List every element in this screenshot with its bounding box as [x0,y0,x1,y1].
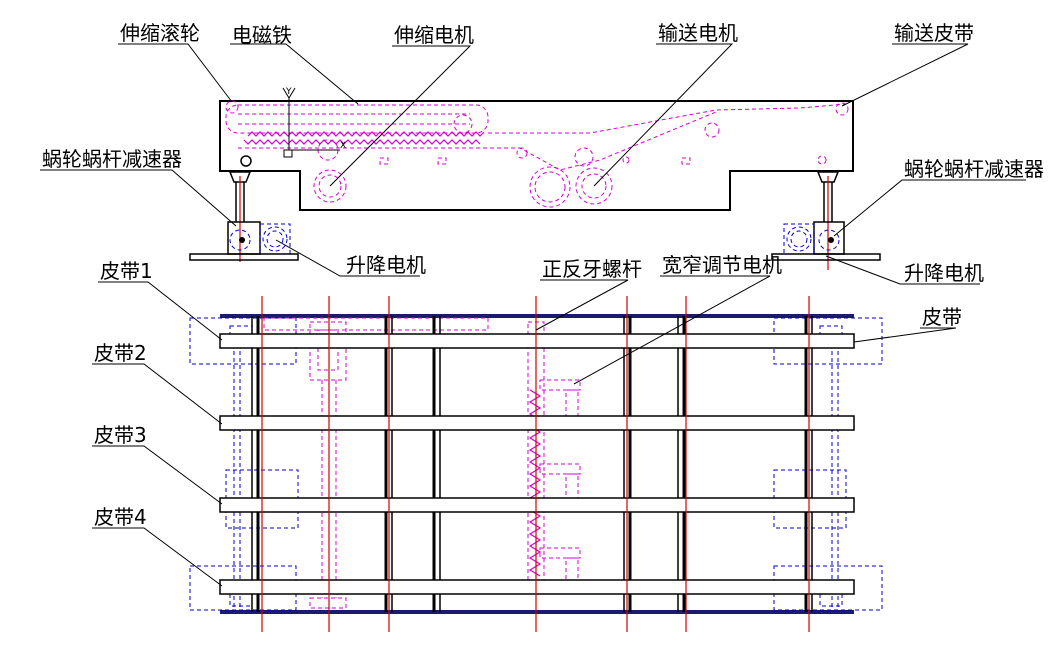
label-belt-1: 皮带1 [100,259,153,283]
side-view: Y X [189,87,881,270]
right-lift-assembly [771,171,881,270]
hidden-magenta-outlines [263,317,581,609]
electromagnet-marker: Y X [282,87,346,158]
plan-view [189,296,883,632]
axis-x-label: X [340,141,346,151]
label-belt-2: 皮带2 [94,341,147,365]
vertical-members [251,316,813,612]
label-telescopic-roller: 伸缩滚轮 [120,21,200,45]
label-lift-motor-right: 升降电机 [904,261,984,285]
label-conveyor-motor: 输送电机 [658,21,738,45]
conveyor-motor [529,147,613,208]
label-belt-3: 皮带3 [94,423,147,447]
label-worm-reducer-right: 蜗轮蜗杆减速器 [904,157,1044,181]
conveyor-belt-path [238,103,847,171]
axis-y-label: Y [285,87,292,97]
belt-1 [219,333,855,349]
label-screw-rod: 正反牙螺杆 [542,257,642,281]
label-belt: 皮带 [922,305,962,329]
label-belt-4: 皮带4 [94,505,147,529]
label-worm-reducer-left: 蜗轮蜗杆减速器 [42,147,182,171]
left-lift-assembly [189,171,299,262]
bolt [240,155,252,167]
belt-3 [219,497,855,513]
telescopic-arm [225,100,489,145]
label-width-motor: 宽窄调节电机 [662,253,782,277]
centerlines [261,296,810,632]
conveyor-frame [219,100,854,211]
label-electromagnet: 电磁铁 [232,23,292,47]
belt-4 [219,579,855,595]
label-telescopic-motor: 伸缩电机 [394,23,474,47]
labels: 伸缩滚轮 电磁铁 伸缩电机 输送电机 输送皮带 蜗轮蜗杆减速器 蜗轮蜗杆减速器 … [42,21,1044,529]
leader-lines [40,43,1026,587]
label-conveyor-belt: 输送皮带 [894,21,974,45]
label-lift-motor-left: 升降电机 [346,253,426,277]
belt-2 [219,415,855,431]
